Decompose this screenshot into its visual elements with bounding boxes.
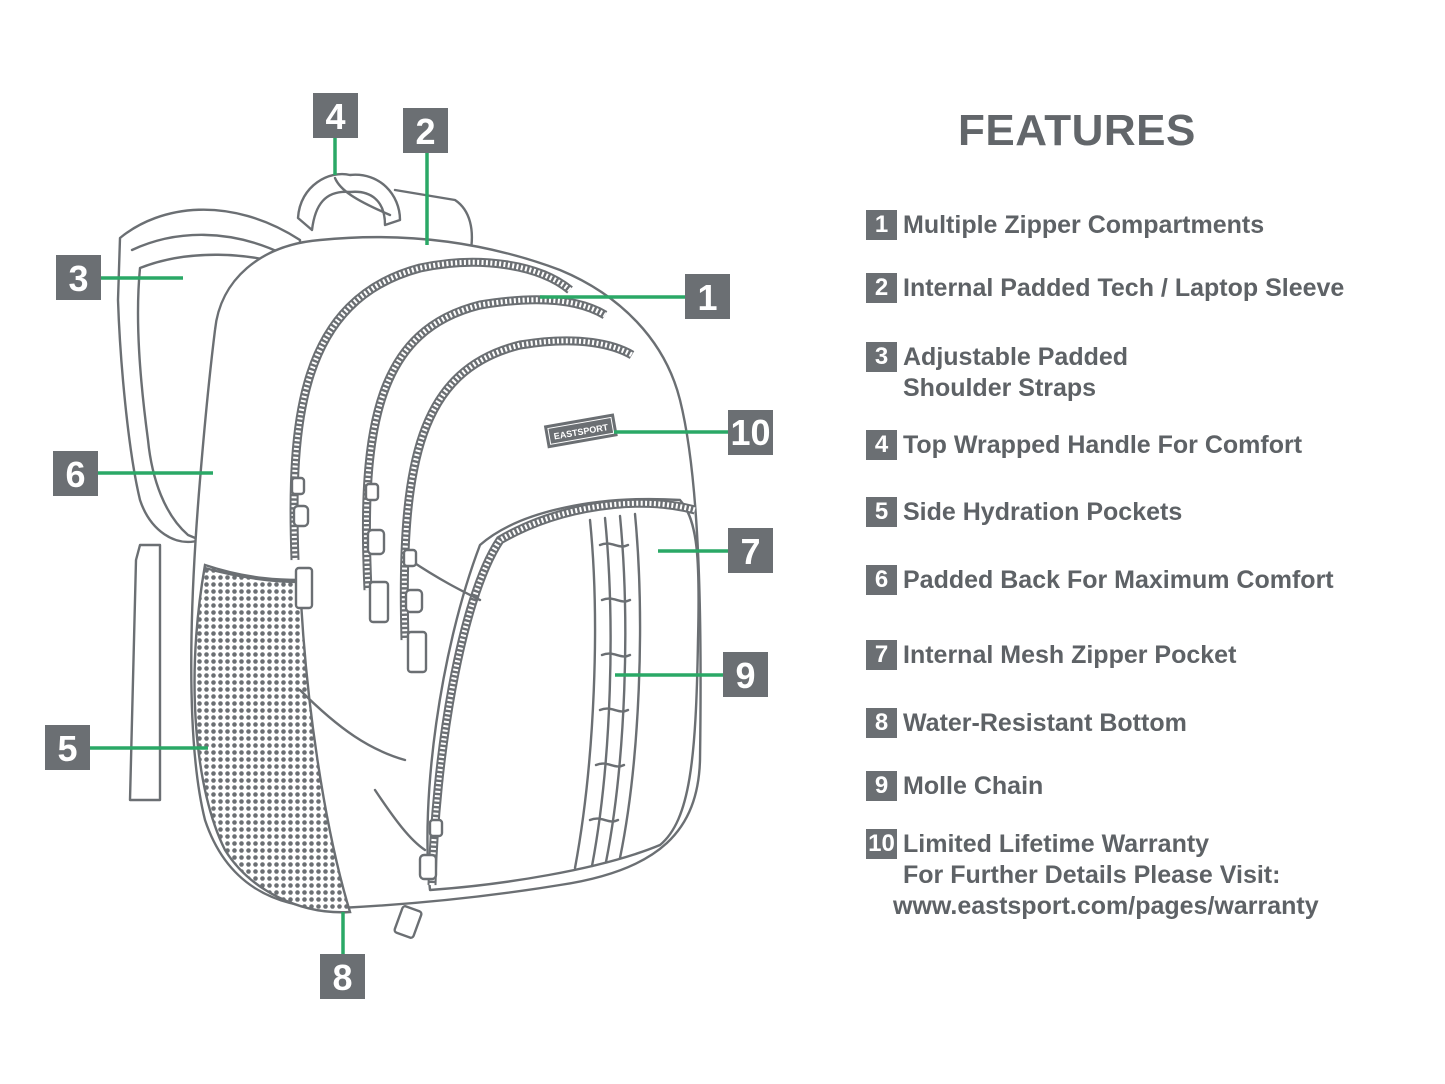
svg-text:10: 10 <box>730 412 770 453</box>
feature-text: Internal Padded Tech / Laptop Sleeve <box>903 274 1345 302</box>
feature-item-6: 6 Padded Back For Maximum Comfort <box>866 565 1334 596</box>
feature-number: 8 <box>866 708 897 738</box>
feature-number: 9 <box>866 771 897 801</box>
feature-item-4: 4 Top Wrapped Handle For Comfort <box>866 430 1302 461</box>
feature-item-7: 7 Internal Mesh Zipper Pocket <box>866 640 1236 671</box>
feature-text: Limited Lifetime Warranty <box>903 830 1210 858</box>
feature-number: 5 <box>866 497 897 527</box>
svg-text:3: 3 <box>68 258 88 299</box>
svg-text:8: 8 <box>332 957 352 998</box>
feature-text: Multiple Zipper Compartments <box>903 211 1265 239</box>
feature-text: Adjustable Padded <box>903 343 1129 371</box>
zipper-pulls <box>290 476 444 939</box>
feature-number: 7 <box>866 640 897 670</box>
feature-text: Water-Resistant Bottom <box>903 709 1187 737</box>
warranty-url: www.eastsport.com/pages/warranty <box>893 892 1319 920</box>
brand-label: EASTSPORT <box>543 413 618 449</box>
feature-text: For Further Details Please Visit: <box>903 861 1281 889</box>
feature-number: 4 <box>866 430 897 460</box>
feature-item-2: 2 Internal Padded Tech / Laptop Sleeve <box>866 273 1344 304</box>
svg-text:1: 1 <box>697 277 717 318</box>
callout-2: 2 <box>403 108 448 153</box>
feature-text: Top Wrapped Handle For Comfort <box>903 431 1303 459</box>
svg-text:2: 2 <box>415 111 435 152</box>
zipper-2 <box>361 295 608 591</box>
top-handle <box>296 172 402 232</box>
callout-8: 8 <box>320 954 365 999</box>
features-title: FEATURES <box>958 106 1196 155</box>
callout-10: 10 <box>728 410 773 455</box>
svg-text:6: 6 <box>65 454 85 495</box>
feature-number: 1 <box>866 210 897 240</box>
feature-number: 2 <box>866 273 897 303</box>
feature-text: Shoulder Straps <box>903 374 1097 402</box>
svg-text:7: 7 <box>740 531 760 572</box>
callout-3: 3 <box>56 255 101 300</box>
feature-item-5: 5 Side Hydration Pockets <box>866 497 1182 528</box>
leader-lines <box>90 137 728 955</box>
callout-7: 7 <box>728 528 773 573</box>
molle-chain <box>573 512 642 870</box>
shoulder-strap <box>116 208 302 543</box>
lower-strap <box>128 543 162 802</box>
callout-9: 9 <box>723 652 768 697</box>
callout-6: 6 <box>53 451 98 496</box>
feature-number: 6 <box>866 565 897 595</box>
svg-text:4: 4 <box>325 96 345 137</box>
feature-item-10: 10 Limited Lifetime Warranty For Further… <box>866 829 1319 922</box>
feature-text: Padded Back For Maximum Comfort <box>903 566 1334 594</box>
callout-4: 4 <box>313 93 358 138</box>
feature-number: 3 <box>866 342 897 372</box>
feature-number: 10 <box>866 829 897 859</box>
feature-text: Internal Mesh Zipper Pocket <box>903 641 1237 669</box>
feature-text: Molle Chain <box>903 772 1044 800</box>
svg-text:9: 9 <box>735 655 755 696</box>
svg-text:5: 5 <box>57 728 77 769</box>
feature-item-9: 9 Molle Chain <box>866 771 1043 802</box>
feature-item-1: 1 Multiple Zipper Compartments <box>866 210 1264 241</box>
feature-item-8: 8 Water-Resistant Bottom <box>866 708 1187 739</box>
feature-text: Side Hydration Pockets <box>903 498 1183 526</box>
backpack-diagram: EASTSPORT 1 2 3 4 5 6 7 <box>45 93 773 999</box>
callout-5: 5 <box>45 725 90 770</box>
callout-1: 1 <box>685 274 730 319</box>
feature-item-3: 3 Adjustable Padded Shoulder Straps <box>866 342 1128 404</box>
